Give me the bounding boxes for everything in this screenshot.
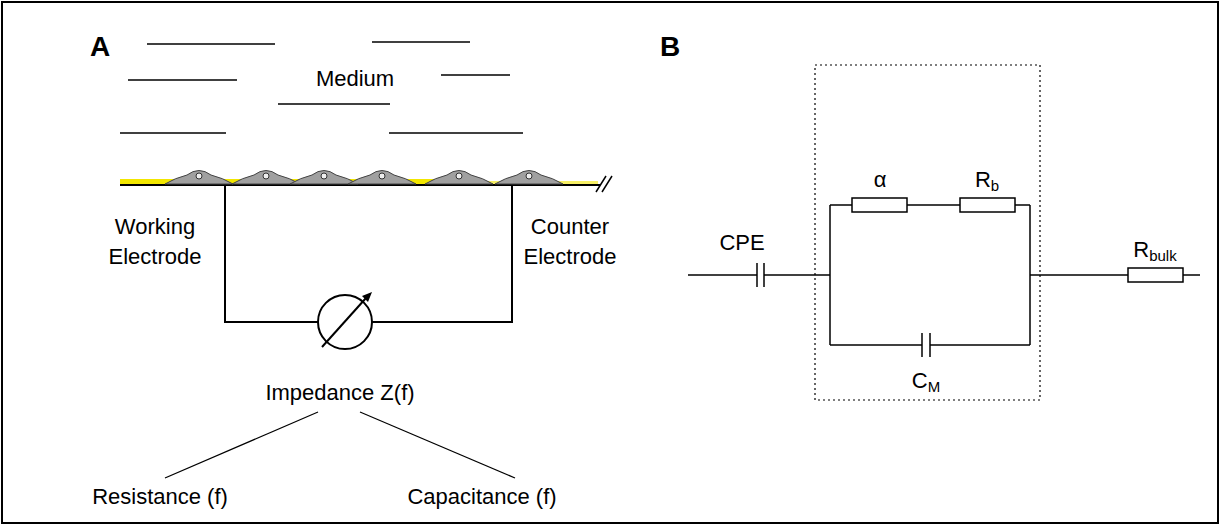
element-label: Rb	[975, 165, 999, 195]
cell	[495, 171, 563, 185]
break-marks	[596, 176, 612, 192]
element-label: CM	[912, 366, 940, 396]
medium-lines	[120, 42, 523, 133]
panel-letter: A	[90, 32, 110, 62]
meter-arrow	[362, 292, 372, 302]
element-label: Rbulk	[1133, 235, 1176, 265]
panel-letter: B	[660, 32, 680, 62]
cell-layer	[165, 171, 563, 185]
cell-nucleus	[196, 173, 202, 179]
cell	[290, 171, 358, 185]
resistance-label: Resistance (f)	[92, 482, 228, 512]
cell-nucleus	[526, 173, 532, 179]
cell-nucleus	[379, 173, 385, 179]
equivalent-circuit	[688, 198, 1200, 357]
element-label: CPE	[719, 228, 764, 258]
cell	[425, 171, 493, 185]
electrode-label: Counter Electrode	[510, 212, 630, 272]
cell	[232, 171, 300, 185]
cell-nucleus	[263, 173, 269, 179]
element-label: α	[874, 165, 887, 195]
cell	[165, 171, 233, 185]
medium-label: Medium	[316, 64, 394, 94]
electrode-label: Working Electrode	[95, 212, 215, 272]
cell	[348, 171, 416, 185]
cell-nucleus	[321, 173, 327, 179]
impedance-label: Impedance Z(f)	[265, 378, 414, 408]
circuit-wire	[225, 185, 512, 349]
capacitance-label: Capacitance (f)	[407, 482, 556, 512]
split-lines	[165, 412, 515, 478]
dotted-box	[815, 65, 1040, 400]
cell-nucleus	[456, 173, 462, 179]
